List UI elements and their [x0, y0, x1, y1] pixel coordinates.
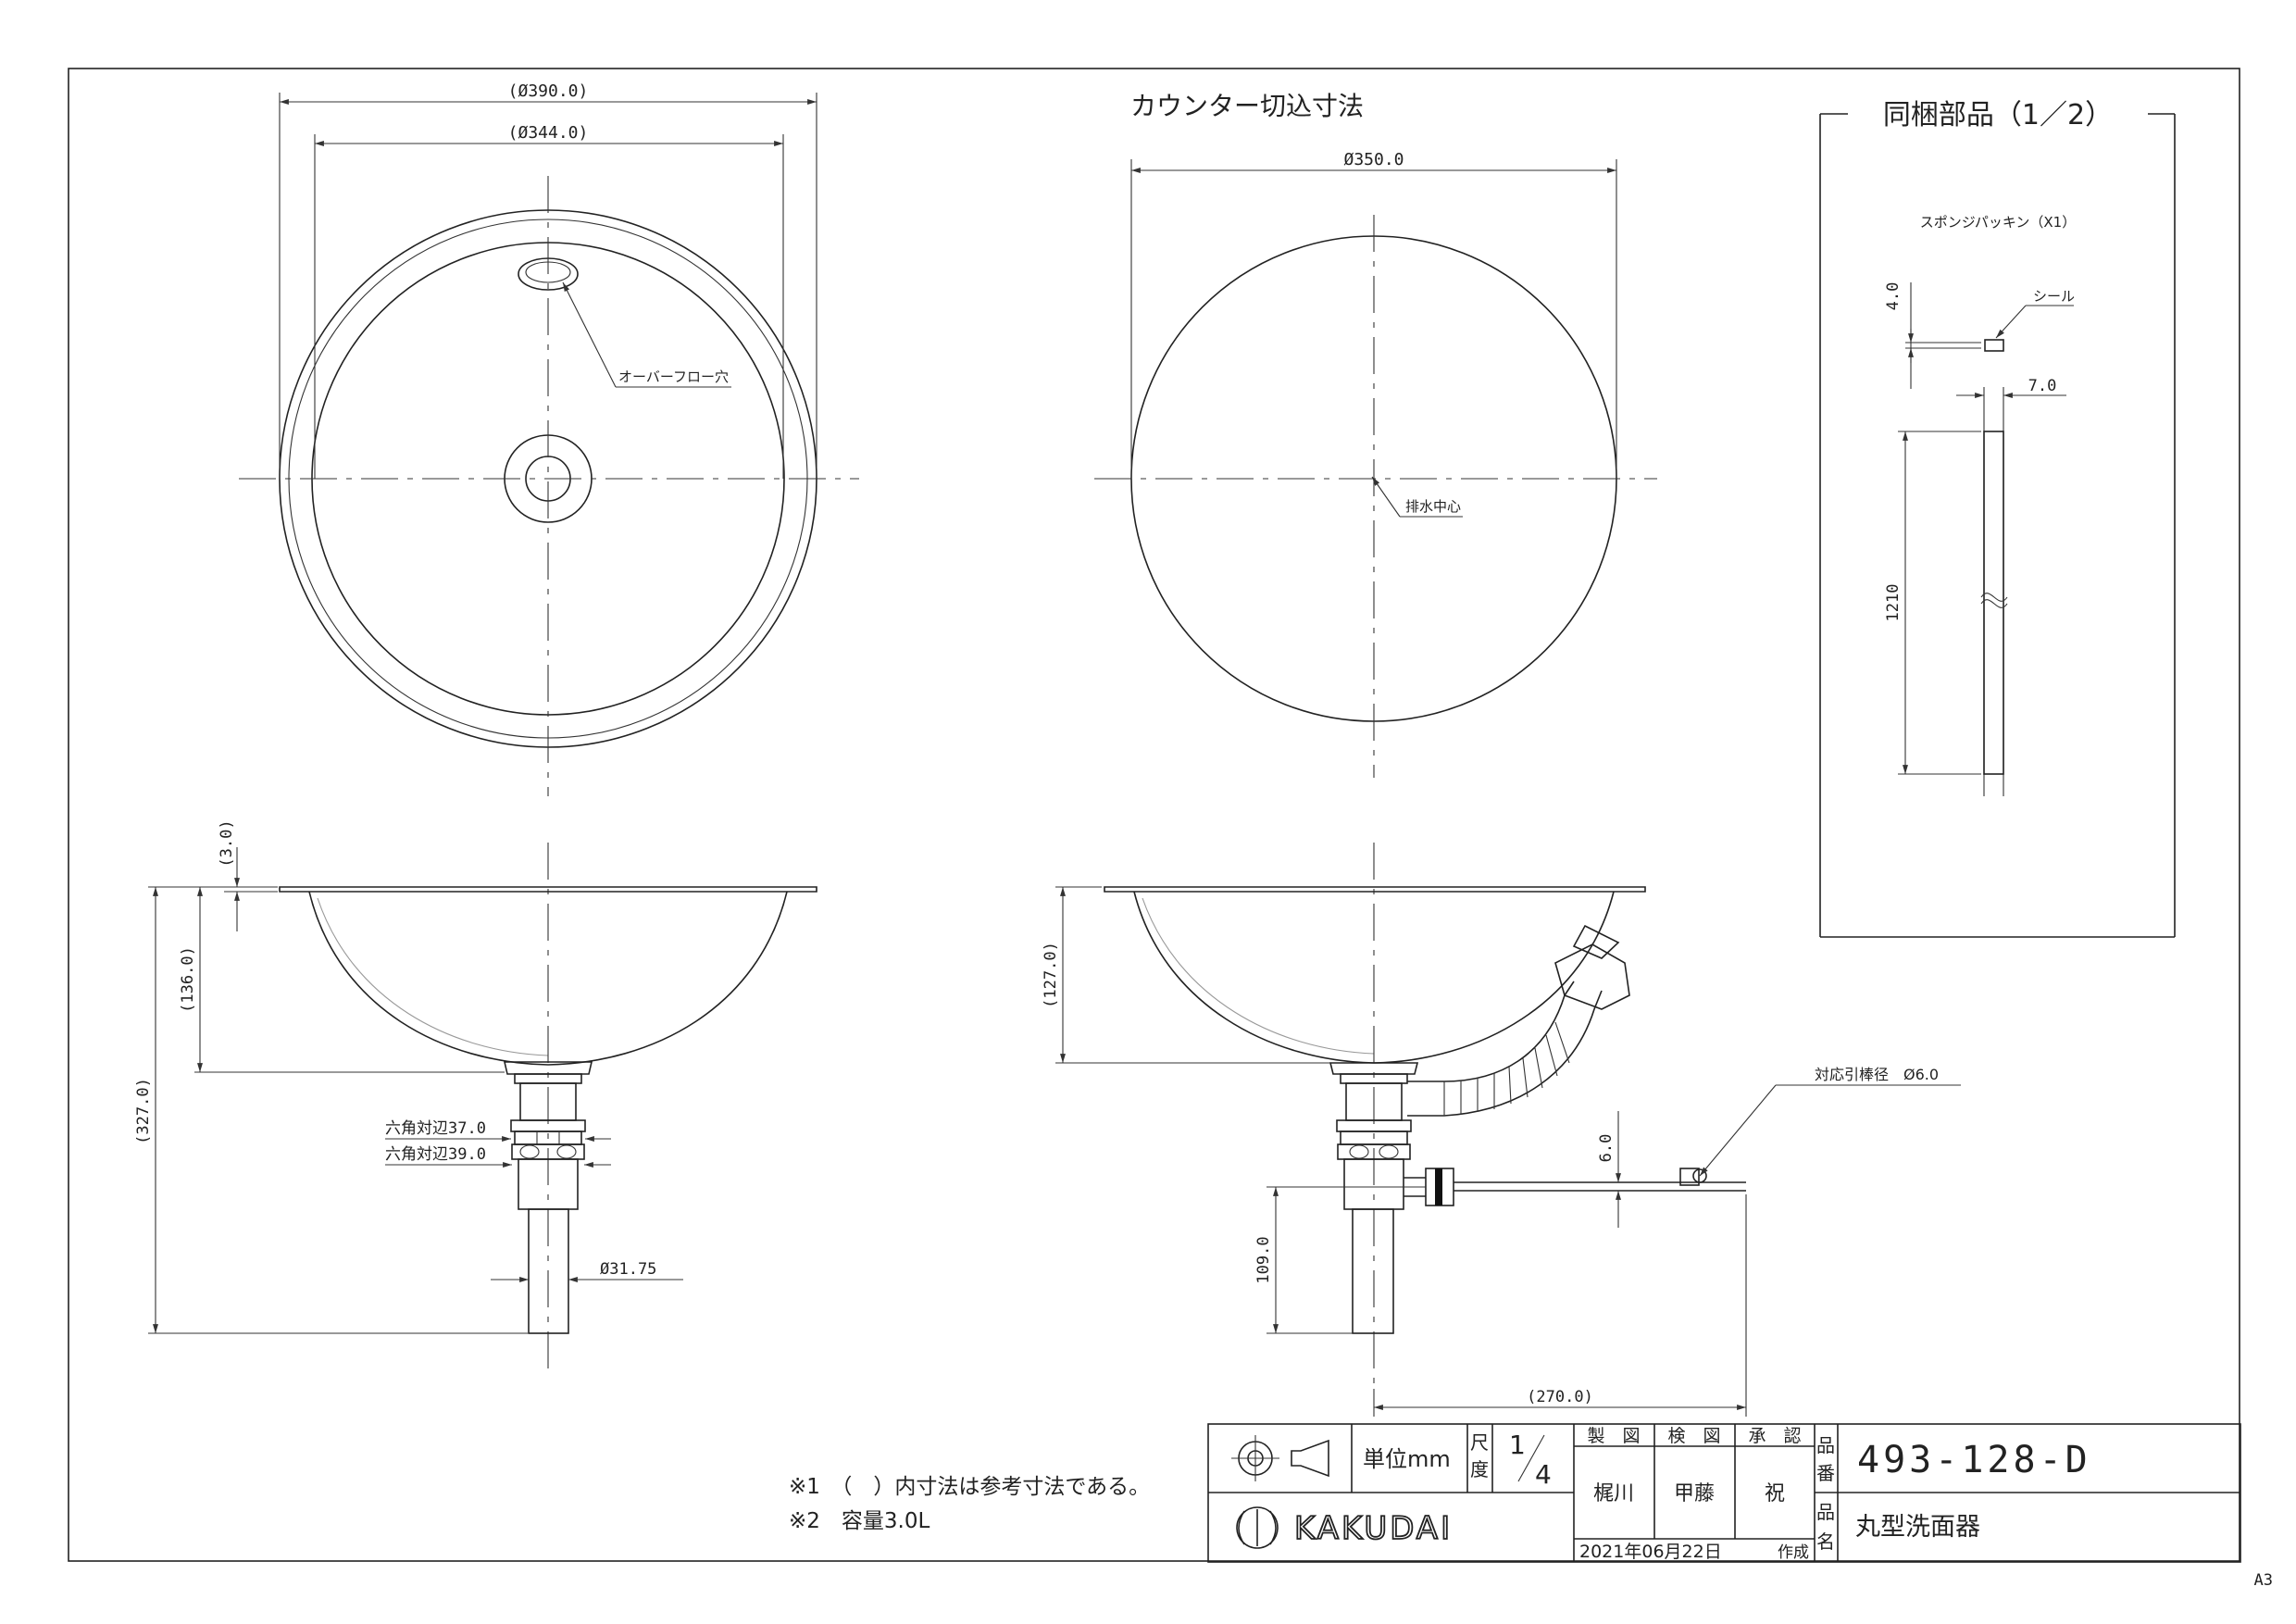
dim-rim-thickness: (3.0)	[218, 819, 236, 867]
made-name: 梶川	[1593, 1482, 1634, 1505]
dim-inner-diameter: (Ø344.0)	[508, 123, 589, 143]
dim-pipe-diameter: Ø31.75	[600, 1260, 656, 1279]
dim-total-height: (327.0)	[134, 1078, 153, 1144]
kakudai-logo: KAKUDAI	[1236, 1506, 1453, 1549]
sponge-label: スポンジパッキン（X1）	[1920, 214, 2076, 231]
unit-label: 単位mm	[1363, 1446, 1451, 1472]
parts-box-title: 同梱部品（1／2）	[1883, 99, 2113, 131]
hex-39-label: 六角対辺39.0	[385, 1145, 486, 1164]
dim-pipe-height: 109.0	[1254, 1236, 1273, 1283]
part-name-label-2: 名	[1816, 1530, 1835, 1553]
parts-box: 同梱部品（1／2） スポンジパッキン（X1） 4.0 シール 7.0 1210	[1819, 99, 2176, 938]
overflow-label: オーバーフロー穴	[618, 369, 729, 385]
scale-label-2: 度	[1470, 1458, 1489, 1480]
dim-rod-offset: 6.0	[1597, 1134, 1616, 1163]
approve-name: 祝	[1765, 1482, 1785, 1505]
date-text: 2021年06月22日	[1579, 1542, 1722, 1562]
note-2: ※2 容量3.0L	[789, 1509, 930, 1533]
part-no-label-1: 品	[1816, 1434, 1835, 1456]
dim-outer-diameter: (Ø390.0)	[508, 81, 589, 101]
hex-37-label: 六角対辺37.0	[385, 1119, 486, 1138]
date-suffix: 作成	[1778, 1543, 1809, 1562]
dim-bowl-depth-left: (136.0)	[179, 946, 197, 1013]
dim-rod-length: (270.0)	[1527, 1388, 1593, 1406]
scale-label-1: 尺	[1470, 1431, 1489, 1454]
side-view-right: (127.0) 109.0 6.0 (270.0) 対応引棒径 Ø6.0	[1042, 843, 1961, 1417]
brand-name: KAKUDAI	[1294, 1510, 1453, 1547]
check-label: 検 図	[1667, 1426, 1720, 1446]
cutout-view: カウンター切込寸法 Ø350.0 排水中心	[1094, 91, 1657, 778]
scale-den: 4	[1535, 1459, 1552, 1490]
note-1: ※1 （ ）内寸法は参考寸法である。	[789, 1475, 1150, 1499]
made-label: 製 図	[1587, 1426, 1640, 1446]
tailpipe-left	[528, 1208, 569, 1334]
dim-bowl-depth-right: (127.0)	[1042, 942, 1060, 1008]
seal-label: シール	[2033, 288, 2075, 305]
rod-diameter-label: 対応引棒径 Ø6.0	[1815, 1066, 1939, 1083]
part-name: 丸型洗面器	[1855, 1513, 1980, 1542]
top-view: (Ø390.0) (Ø344.0) オーバーフロー穴	[239, 81, 859, 796]
tailpipe-right	[1352, 1208, 1394, 1334]
dim-cutout-diameter: Ø350.0	[1343, 150, 1404, 169]
part-name-label-1: 品	[1816, 1501, 1835, 1523]
approve-label: 承 認	[1748, 1426, 1801, 1446]
part-no-label-2: 番	[1816, 1462, 1835, 1484]
sponge-strip	[1983, 431, 2004, 775]
dim-width: 7.0	[2028, 377, 2057, 395]
bowl-profile-left	[308, 891, 788, 1066]
check-name: 甲藤	[1674, 1482, 1715, 1505]
side-view-left: (3.0) (136.0) (327.0) 六角対辺37.0 六角対辺39.0 …	[134, 819, 817, 1370]
cutout-title: カウンター切込寸法	[1130, 91, 1364, 121]
title-block: 単位mm 尺 度 1 4 製 図 検 図 承 認 梶川 甲藤 祝 2021年06…	[1207, 1423, 2241, 1563]
drain-center-label: 排水中心	[1405, 498, 1461, 515]
scale-num: 1	[1509, 1430, 1526, 1460]
dim-thickness: 4.0	[1884, 282, 1903, 311]
sheet-border	[68, 68, 2240, 1562]
dim-length: 1210	[1884, 584, 1903, 622]
overflow-hose	[1407, 981, 1603, 1117]
sheet-size-label: A3	[2254, 1571, 2273, 1590]
seal-block	[1984, 339, 2004, 352]
part-no: 493-128-D	[1857, 1439, 2091, 1481]
